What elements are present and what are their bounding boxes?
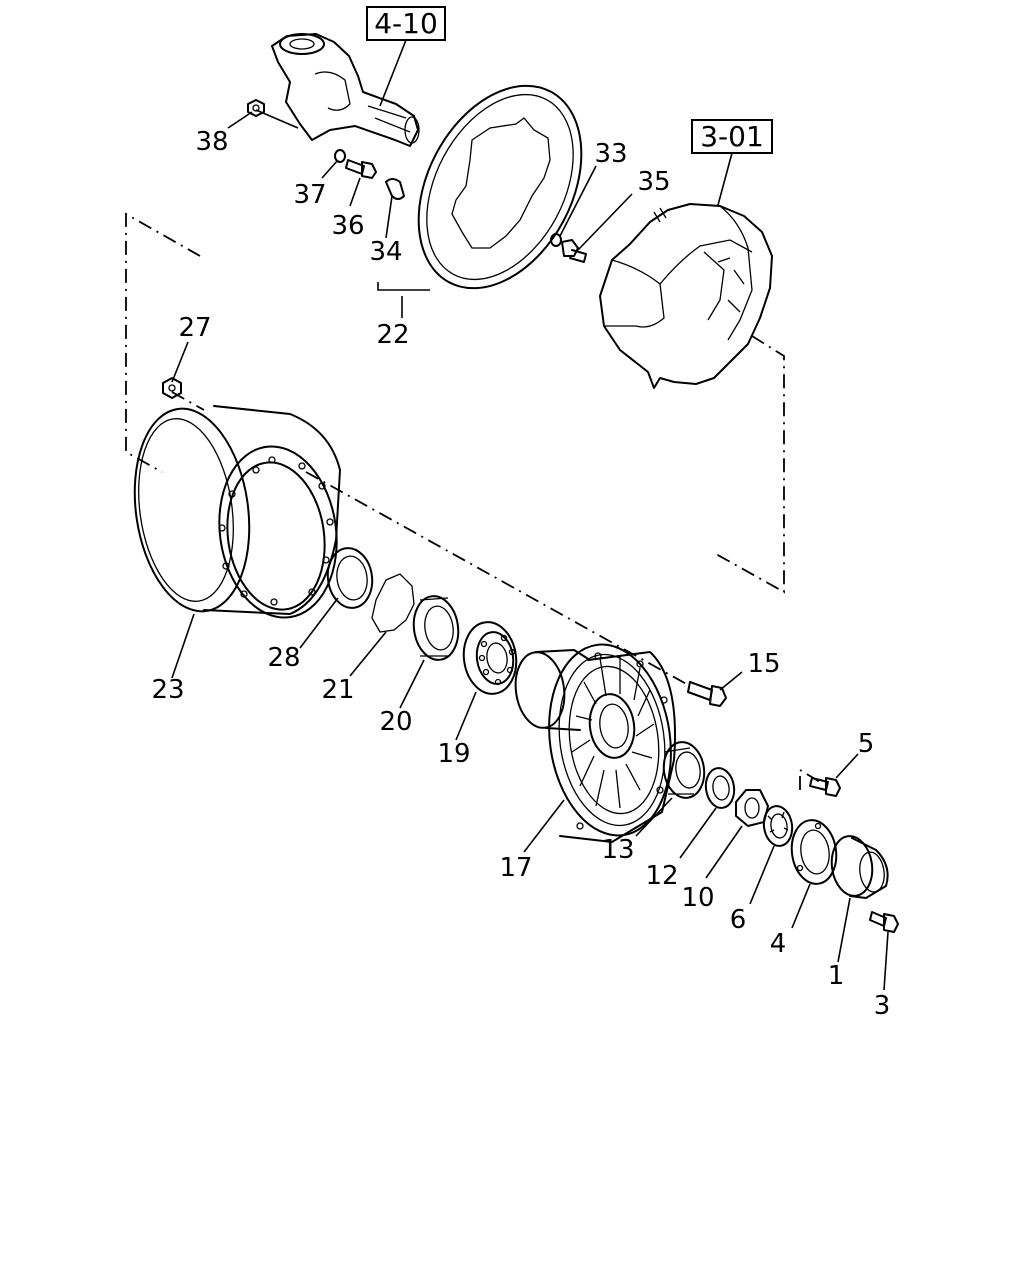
callout-23: 23 bbox=[151, 675, 184, 705]
nut-27 bbox=[162, 377, 182, 399]
callout-17: 17 bbox=[499, 853, 532, 883]
steering-knuckle bbox=[271, 33, 420, 147]
washer-33 bbox=[550, 233, 562, 247]
seal-12 bbox=[704, 767, 736, 809]
callout-19: 19 bbox=[437, 739, 470, 769]
callout-labels: 38 37 36 34 22 33 35 27 23 28 21 20 19 1… bbox=[151, 127, 890, 1021]
gasket-4 bbox=[790, 819, 838, 885]
bearing-race-20 bbox=[412, 595, 460, 661]
washer-37 bbox=[334, 149, 346, 163]
callout-27: 27 bbox=[178, 313, 211, 343]
reference-label-4-10: 4-10 bbox=[374, 7, 438, 40]
leader-lines bbox=[171, 109, 889, 991]
brake-drum-23 bbox=[133, 405, 341, 619]
hub-bolt-15 bbox=[687, 681, 727, 707]
shim-21 bbox=[371, 573, 415, 633]
callout-36: 36 bbox=[331, 211, 364, 241]
callout-28: 28 bbox=[267, 643, 300, 673]
callout-37: 37 bbox=[293, 180, 326, 210]
callout-5: 5 bbox=[858, 729, 875, 759]
callout-4: 4 bbox=[770, 929, 787, 959]
callout-34: 34 bbox=[369, 237, 402, 267]
backing-plate-22 bbox=[417, 84, 583, 290]
callout-22: 22 bbox=[376, 320, 409, 350]
lock-washer-6 bbox=[762, 805, 794, 847]
clip-34 bbox=[385, 178, 405, 200]
callout-21: 21 bbox=[321, 675, 354, 705]
bearing-13 bbox=[662, 741, 706, 799]
reference-box-3-01: 3-01 bbox=[691, 119, 773, 206]
bolt-35 bbox=[561, 239, 587, 263]
hub-cap-1 bbox=[830, 835, 889, 899]
drum-bolt-holes bbox=[218, 456, 334, 606]
callout-20: 20 bbox=[379, 707, 412, 737]
bolt-36 bbox=[345, 159, 377, 179]
callout-35: 35 bbox=[637, 167, 670, 197]
reference-label-3-01: 3-01 bbox=[700, 120, 764, 153]
callout-3: 3 bbox=[874, 991, 891, 1021]
callout-10: 10 bbox=[681, 883, 714, 913]
brake-shoe-assembly bbox=[599, 203, 773, 389]
reference-box-4-10: 4-10 bbox=[366, 6, 446, 107]
bolt-3 bbox=[869, 911, 899, 933]
bolt-5 bbox=[809, 777, 841, 797]
bearing-19 bbox=[462, 621, 518, 695]
callout-15: 15 bbox=[747, 649, 780, 679]
callout-13: 13 bbox=[601, 835, 634, 865]
callout-6: 6 bbox=[730, 905, 747, 935]
wheel-hub-17 bbox=[514, 643, 676, 843]
callout-12: 12 bbox=[645, 861, 678, 891]
callout-38: 38 bbox=[195, 127, 228, 157]
oil-seal-28 bbox=[326, 547, 374, 609]
callout-33: 33 bbox=[594, 139, 627, 169]
nut-38 bbox=[247, 99, 265, 117]
callout-1: 1 bbox=[828, 961, 845, 991]
